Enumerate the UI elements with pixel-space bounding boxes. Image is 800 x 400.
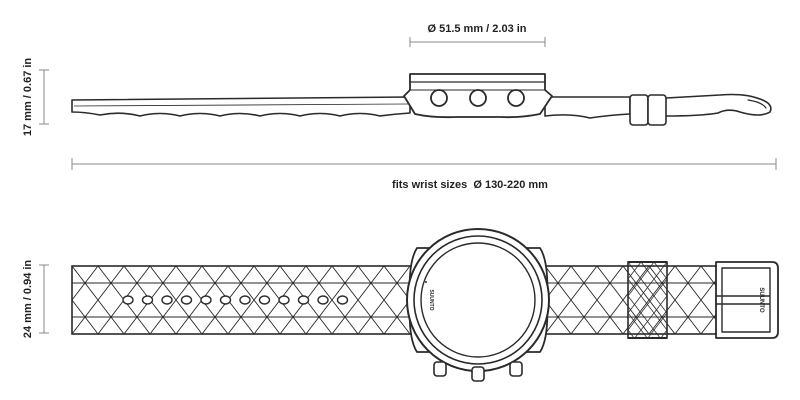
top-pusher-left [433, 361, 447, 377]
side-pusher-right [507, 89, 525, 107]
strap-hole [278, 295, 290, 305]
top-pusher-right [509, 361, 523, 377]
watch-side-view [71, 73, 772, 126]
case-diameter-label: Ø 51.5 mm / 2.03 in [427, 23, 526, 35]
strap-holes [122, 295, 349, 305]
strap-hole [122, 295, 134, 305]
strap-hole [141, 295, 154, 305]
strap-hole [336, 295, 349, 305]
strap-hole [161, 295, 173, 305]
side-strap-right [544, 96, 631, 119]
side-keeper-loop [629, 94, 649, 126]
side-case [403, 73, 553, 119]
strap-width-dimension: 24 mm / 0.94 in [22, 260, 49, 339]
wrist-size-label: fits wrist sizes Ø 130-220 mm [392, 179, 548, 191]
buckle: SUUNTO [715, 261, 779, 339]
watch-face [420, 242, 536, 358]
strap-width-label: 24 mm / 0.94 in [22, 260, 34, 339]
side-pusher-center [469, 89, 487, 107]
strap-hole [317, 295, 329, 305]
case-brand-text: SUUNTO [428, 289, 434, 310]
side-pusher-left [430, 89, 448, 107]
buckle-brand-text: SUUNTO [758, 287, 764, 313]
top-keeper-loop [627, 261, 668, 339]
side-thickness-label: 17 mm / 0.67 in [22, 58, 34, 137]
strap-hole [297, 295, 310, 305]
wrist-size-dimension: fits wrist sizes Ø 130-220 mm [71, 158, 777, 191]
watch-top-view: SUUNTO SUUNTO [71, 228, 779, 382]
side-thickness-dimension: 17 mm / 0.67 in [22, 58, 49, 137]
strap-hole [200, 295, 212, 305]
strap-hole [180, 295, 193, 305]
strap-hole [258, 295, 271, 305]
case-diameter-dimension: Ø 51.5 mm / 2.03 in [409, 23, 546, 47]
top-pusher-center [471, 366, 485, 382]
strap-hole [239, 295, 251, 305]
strap-hole [219, 295, 232, 305]
side-strap-left [71, 96, 411, 117]
